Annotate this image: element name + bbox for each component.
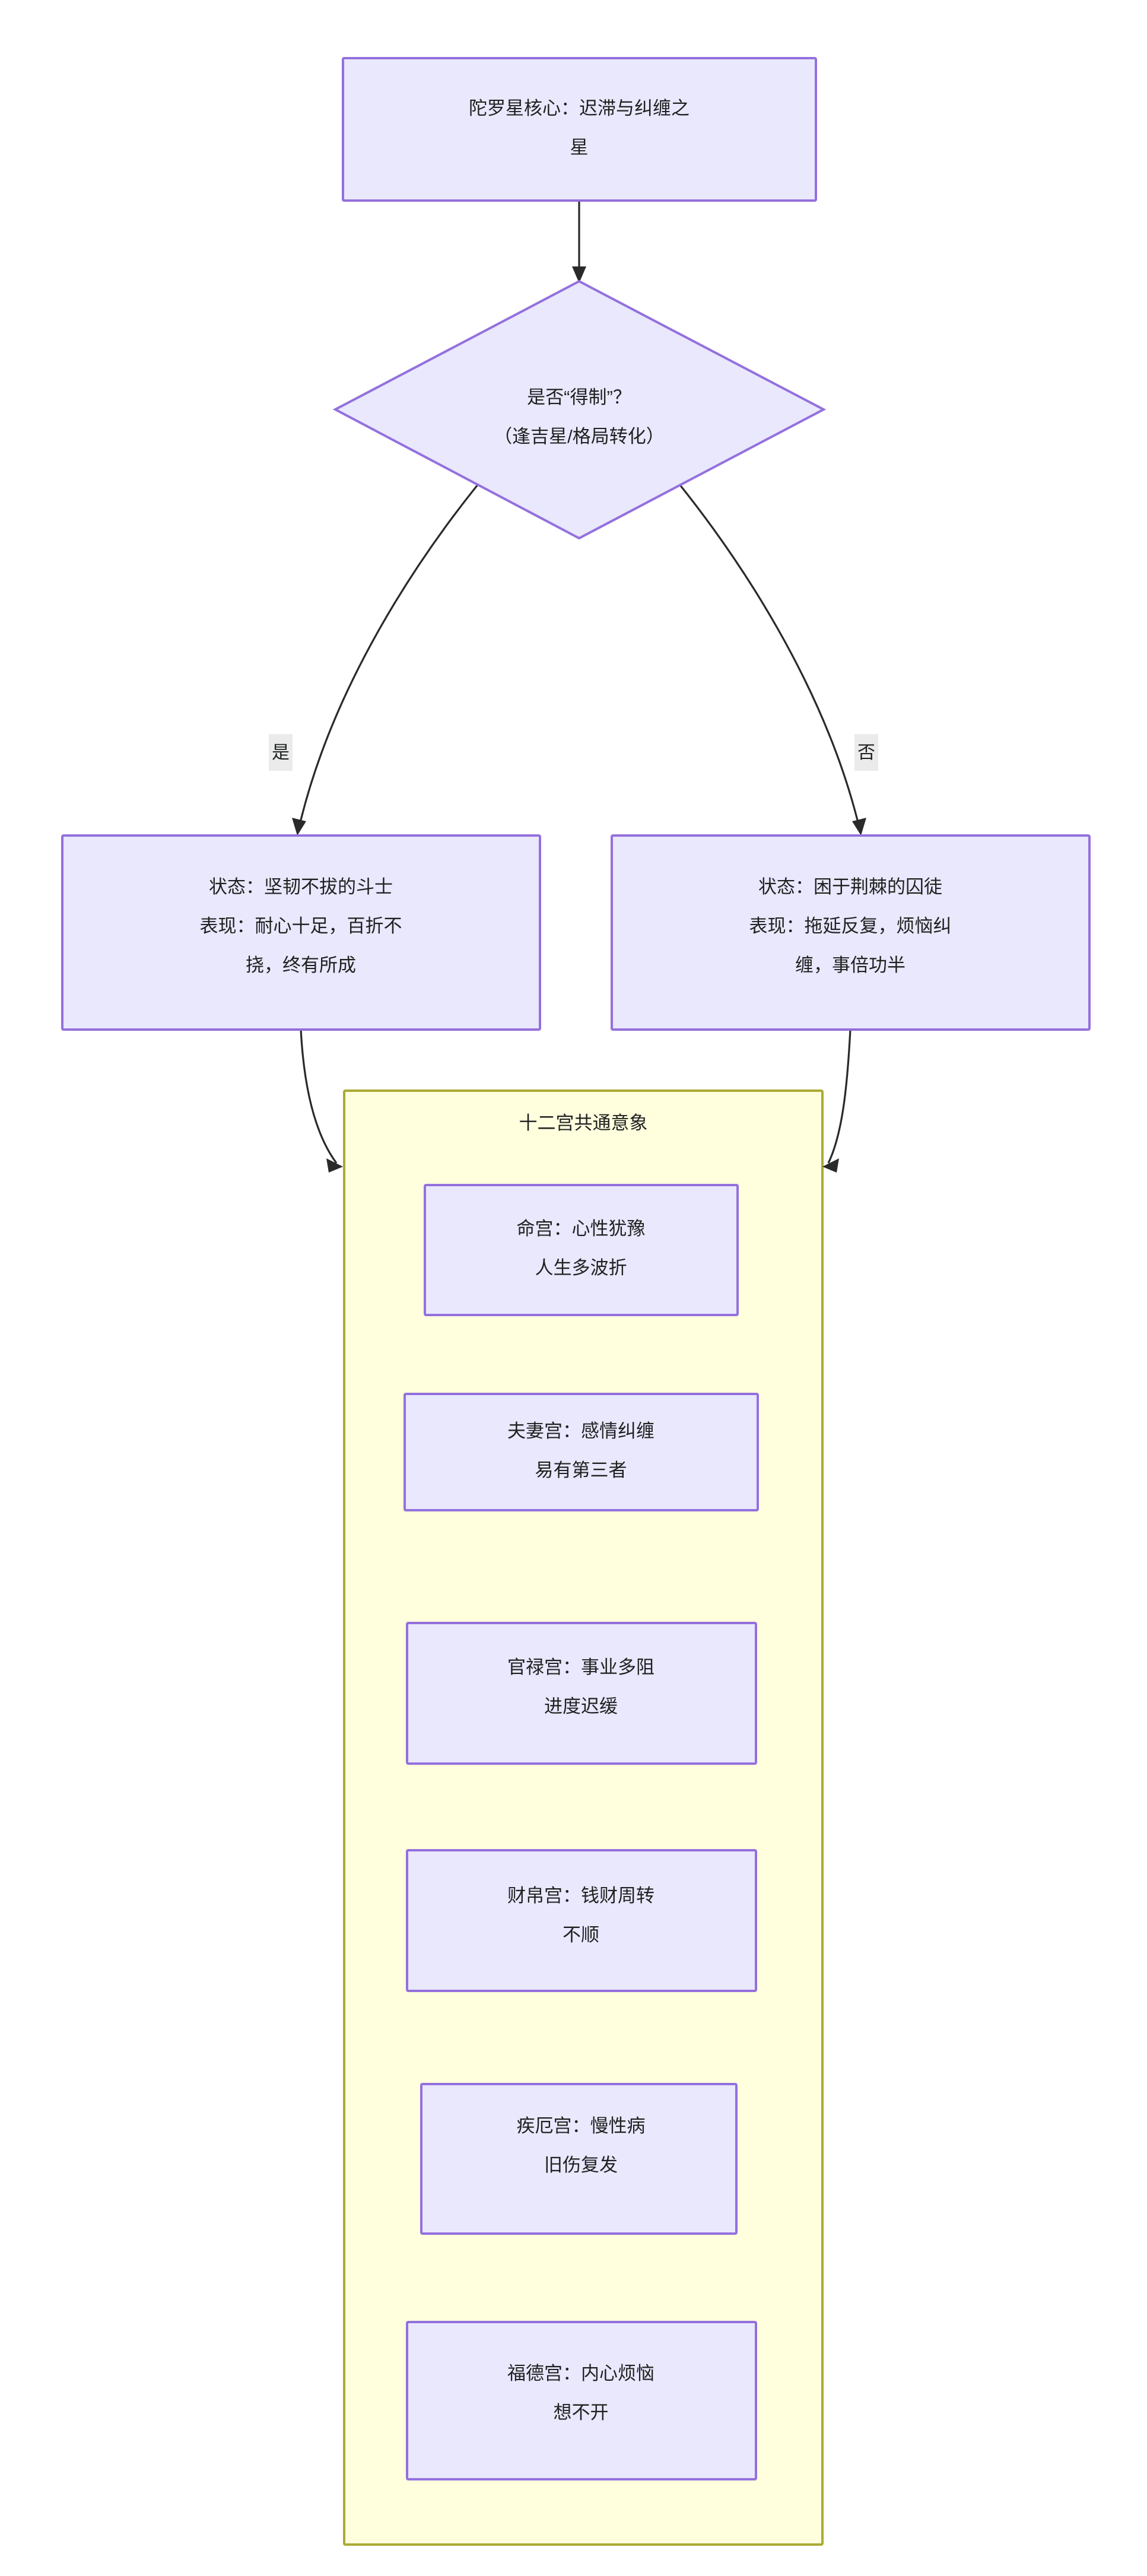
edge-label-no: 否 [854,734,878,771]
node-decision-label-line2: （逢吉星/格局转化） [494,426,665,447]
node-palace-jie-box[interactable] [420,2083,738,2235]
arrowhead-icon [822,1158,839,1173]
node-palace-guanlu-line2: 进度迟缓 [544,1696,618,1717]
node-decision-diamond[interactable] [332,279,827,540]
node-palace-jie-line1: 疾厄宫：慢性病 [517,2116,646,2136]
node-palace-fude-box[interactable] [406,2321,757,2480]
edge-decision-to-state-positive [292,460,498,836]
node-palace-fude-line2: 想不开 [554,2402,609,2423]
node-state-negative-line3: 缠，事倍功半 [795,955,905,976]
cluster-title: 十二宫共通意象 [519,1113,648,1133]
edge-label-yes-bg [269,734,293,771]
node-palace-fuqi-box[interactable] [403,1393,759,1511]
node-state-negative-box[interactable] [611,834,1091,1031]
node-palace-caibo-line2: 不顺 [563,1924,599,1945]
node-core[interactable]: 陀罗星核心：迟滞与纠缠之 星 [342,57,817,202]
arrowhead-icon [292,818,306,836]
node-decision-label-line1: 是否“得制”？ [527,387,631,408]
edge-state-negative-to-cluster [822,1029,851,1173]
edge-label-no-bg [854,734,878,771]
node-palace-fude[interactable]: 福德宫：内心烦恼 想不开 [406,2321,757,2480]
node-palace-fude-line1: 福德宫：内心烦恼 [507,2363,654,2384]
node-palace-guanlu-line1: 官禄宫：事业多阻 [507,1657,654,1678]
node-palace-jie[interactable]: 疾厄宫：慢性病 旧伤复发 [420,2083,738,2235]
node-palace-guanlu[interactable]: 官禄宫：事业多阻 进度迟缓 [406,1622,757,1765]
node-state-positive-line3: 挠，终有所成 [246,955,356,976]
edge-label-no-text: 否 [857,743,875,763]
node-palace-caibo-line1: 财帛宫：钱财周转 [507,1885,654,1906]
node-core-label-line2: 星 [570,137,589,158]
node-palace-ming-line1: 命宫：心性犹豫 [517,1218,646,1239]
node-palace-ming-line2: 人生多波折 [535,1257,627,1278]
node-core-box[interactable] [342,57,817,202]
arrowhead-icon [852,818,866,836]
node-palace-ming[interactable]: 命宫：心性犹豫 人生多波折 [424,1184,739,1316]
node-palace-guanlu-box[interactable] [406,1622,757,1765]
edge-state-positive-to-cluster [300,1029,343,1173]
node-core-label-line1: 陀罗星核心：迟滞与纠缠之 [469,98,690,119]
node-palace-jie-line2: 旧伤复发 [544,2155,618,2175]
edge-label-yes: 是 [269,734,293,771]
node-state-negative-line1: 状态：困于荆棘的囚徒 [758,876,942,897]
edge-label-yes-text: 是 [272,743,290,763]
node-state-positive-line1: 状态：坚韧不拔的斗士 [209,876,393,897]
node-palace-caibo-box[interactable] [406,1849,757,1992]
node-state-positive-box[interactable] [61,834,541,1031]
node-state-positive-line2: 表现：耐心十足，百折不 [200,916,402,936]
node-palace-ming-box[interactable] [424,1184,739,1316]
node-palace-fuqi[interactable]: 夫妻宫：感情纠缠 易有第三者 [403,1393,759,1511]
node-palace-caibo[interactable]: 财帛宫：钱财周转 不顺 [406,1849,757,1992]
node-state-negative[interactable]: 状态：困于荆棘的囚徒 表现：拖延反复，烦恼纠 缠，事倍功半 [611,834,1091,1031]
node-decision[interactable]: 是否“得制”？ （逢吉星/格局转化） [332,279,827,540]
arrowhead-icon [326,1158,343,1173]
edge-decision-to-state-negative [659,460,866,836]
arrowhead-icon [572,266,586,283]
node-state-negative-line2: 表现：拖延反复，烦恼纠 [749,916,952,936]
node-palace-fuqi-line1: 夫妻宫：感情纠缠 [507,1421,654,1441]
node-state-positive[interactable]: 状态：坚韧不拔的斗士 表现：耐心十足，百折不 挠，终有所成 [61,834,541,1031]
edge-core-to-decision [572,201,586,283]
node-palace-fuqi-line2: 易有第三者 [535,1460,627,1481]
